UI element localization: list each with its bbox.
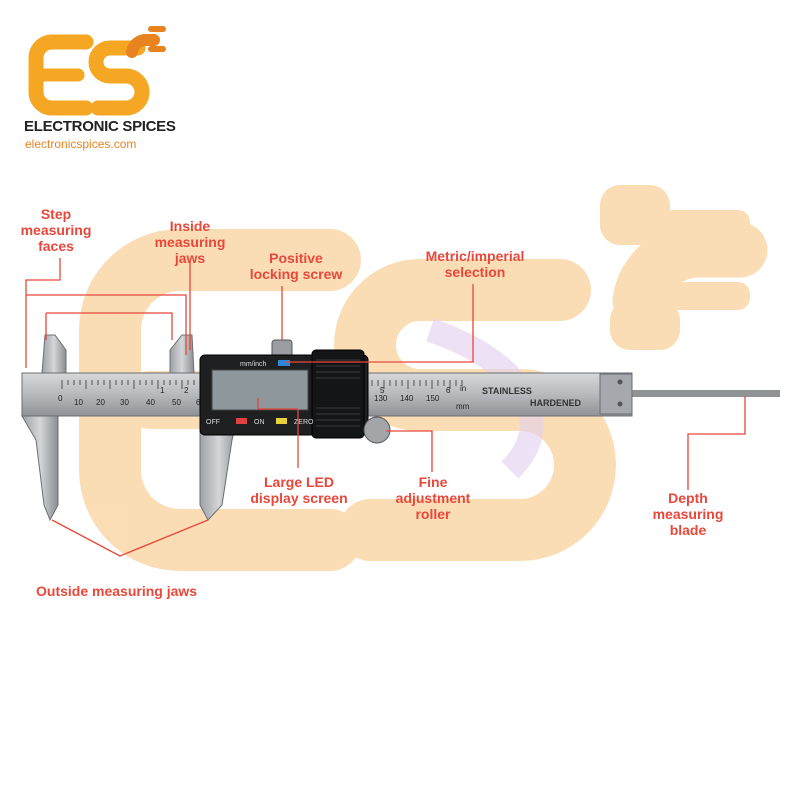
fine-adjustment-roller xyxy=(363,416,391,444)
scale-label: 10 xyxy=(74,398,83,407)
inside-measuring-jaws-label: Inside measuring jaws xyxy=(142,218,238,266)
outside-measuring-jaws-label: Outside measuring jaws xyxy=(36,583,198,599)
label-line: measuring xyxy=(20,222,92,238)
scale-label: 140 xyxy=(400,394,414,403)
inch-label: 2 xyxy=(184,386,189,395)
depth-blade xyxy=(620,390,780,397)
grip-ridges xyxy=(316,359,360,427)
label-line: selection xyxy=(444,264,506,280)
lcd-screen xyxy=(211,369,309,411)
step-measuring-faces-label: Step measuring faces xyxy=(10,206,102,254)
scale-label: 40 xyxy=(146,398,155,407)
on-button[interactable] xyxy=(276,418,287,424)
brand-name: ELECTRONIC SPICES xyxy=(24,118,176,135)
brand-logo xyxy=(28,26,166,116)
label-line: blade xyxy=(669,522,707,538)
inch-label: 6 xyxy=(446,386,451,395)
label-line: Inside xyxy=(169,218,211,234)
label-line: Metric/imperial xyxy=(425,248,525,264)
locking-screw-label: Positive locking screw xyxy=(236,250,356,282)
off-label: OFF xyxy=(206,419,220,426)
label-line: Large LED xyxy=(263,474,334,490)
label-line: Fine xyxy=(418,474,448,490)
depth-measuring-blade-label: Depth measuring blade xyxy=(640,490,736,538)
scale-label: 0 xyxy=(58,394,63,403)
scale-label: 30 xyxy=(120,398,129,407)
scale-label: 130 xyxy=(374,394,388,403)
label-line: locking screw xyxy=(249,266,343,282)
inch-label: 1 xyxy=(160,386,165,395)
sliding-inside-jaw xyxy=(169,334,195,374)
mode-button[interactable] xyxy=(278,360,290,366)
label-line: Step xyxy=(40,206,72,222)
label-line: measuring xyxy=(652,506,724,522)
label-line: display screen xyxy=(250,490,348,506)
label-line: Positive xyxy=(269,250,323,266)
beam-text-stainless: STAINLESS xyxy=(482,386,532,396)
inch-label: 5 xyxy=(380,386,385,395)
beam-text-hardened: HARDENED xyxy=(530,398,582,408)
scale-label: 20 xyxy=(96,398,105,407)
zero-label: ZERO xyxy=(294,419,314,426)
label-line: faces xyxy=(38,238,74,254)
brand-url: electronicspices.com xyxy=(25,137,137,151)
off-button[interactable] xyxy=(236,418,247,424)
label-line: jaws xyxy=(174,250,206,266)
scale-label: 50 xyxy=(172,398,181,407)
unit-in: in xyxy=(460,384,466,393)
unit-mm: mm xyxy=(456,402,470,411)
label-line: Depth xyxy=(668,490,708,506)
on-label: ON xyxy=(254,419,265,426)
label-line: roller xyxy=(415,506,451,522)
fine-adjustment-roller-label: Fine adjustment roller xyxy=(384,474,482,522)
scale-label: 150 xyxy=(426,394,440,403)
label-line: adjustment xyxy=(395,490,471,506)
mode-label: mm/inch xyxy=(240,361,267,368)
led-display-label: Large LED display screen xyxy=(238,474,360,506)
fixed-inside-jaw xyxy=(41,334,67,374)
main-scale-ticks xyxy=(61,380,463,389)
fixed-outside-jaw xyxy=(21,415,59,522)
label-line: measuring xyxy=(154,234,226,250)
metric-imperial-selection-label: Metric/imperial selection xyxy=(410,248,540,280)
